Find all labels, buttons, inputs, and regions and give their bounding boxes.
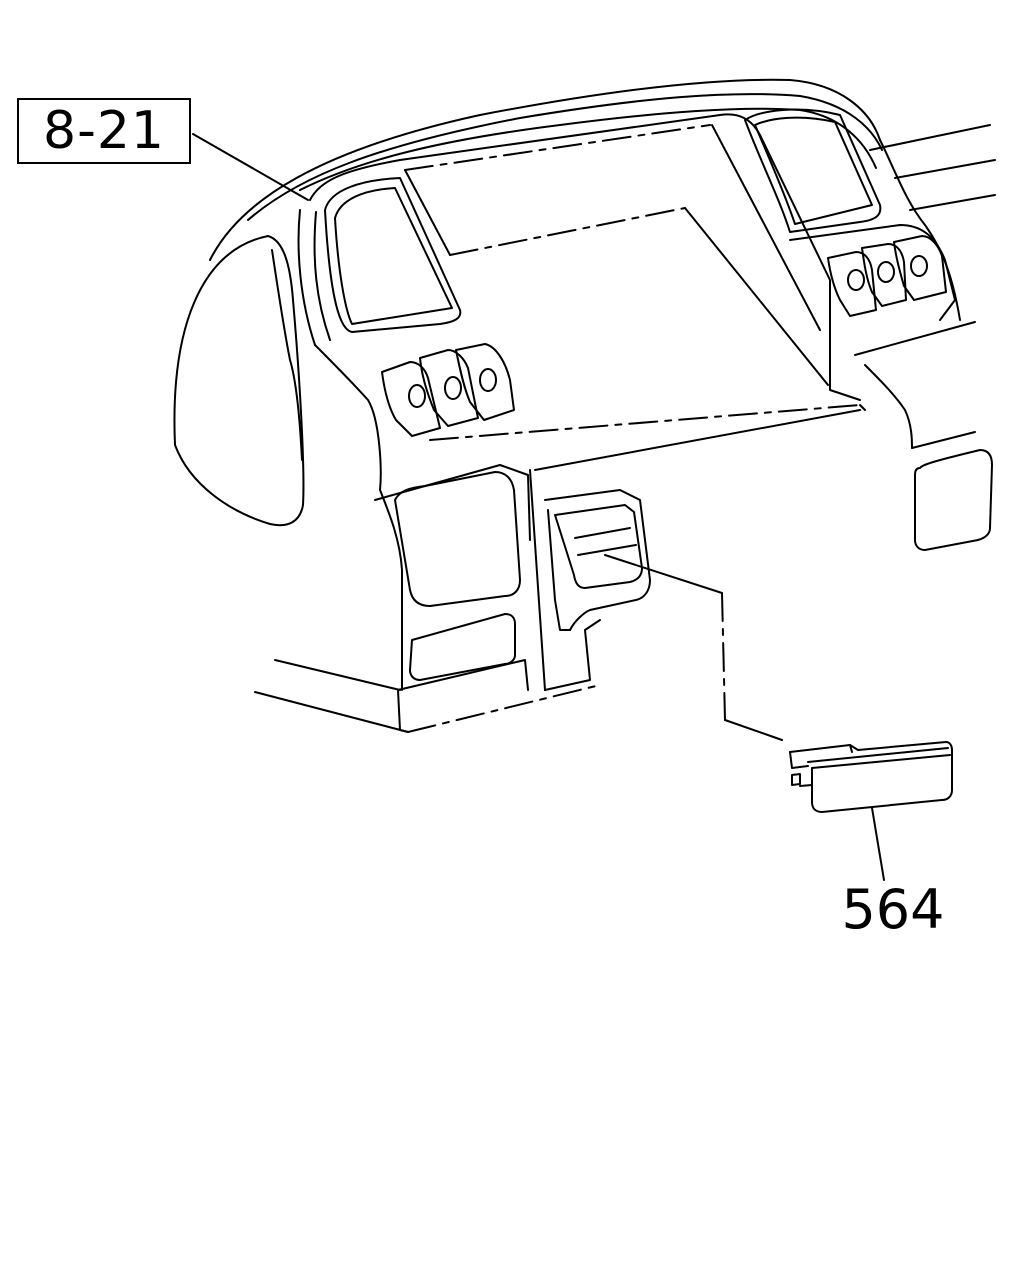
dashboard-top bbox=[209, 78, 996, 321]
right-switch-cluster bbox=[789, 224, 956, 321]
reference-callout-label[interactable]: 8-21 bbox=[42, 101, 165, 161]
left-side-panel bbox=[173, 235, 305, 527]
reference-callout-box[interactable] bbox=[17, 98, 191, 164]
switch-pocket bbox=[544, 489, 651, 631]
left-switch-cluster bbox=[314, 343, 515, 491]
part-number-label[interactable]: 564 bbox=[841, 878, 945, 941]
cluster-hood bbox=[297, 108, 882, 441]
part-564-drawing bbox=[789, 741, 953, 813]
lower-dash-edge bbox=[254, 659, 601, 733]
leader-lines bbox=[192, 133, 885, 881]
center-stack bbox=[374, 409, 861, 733]
right-panel bbox=[854, 321, 993, 551]
